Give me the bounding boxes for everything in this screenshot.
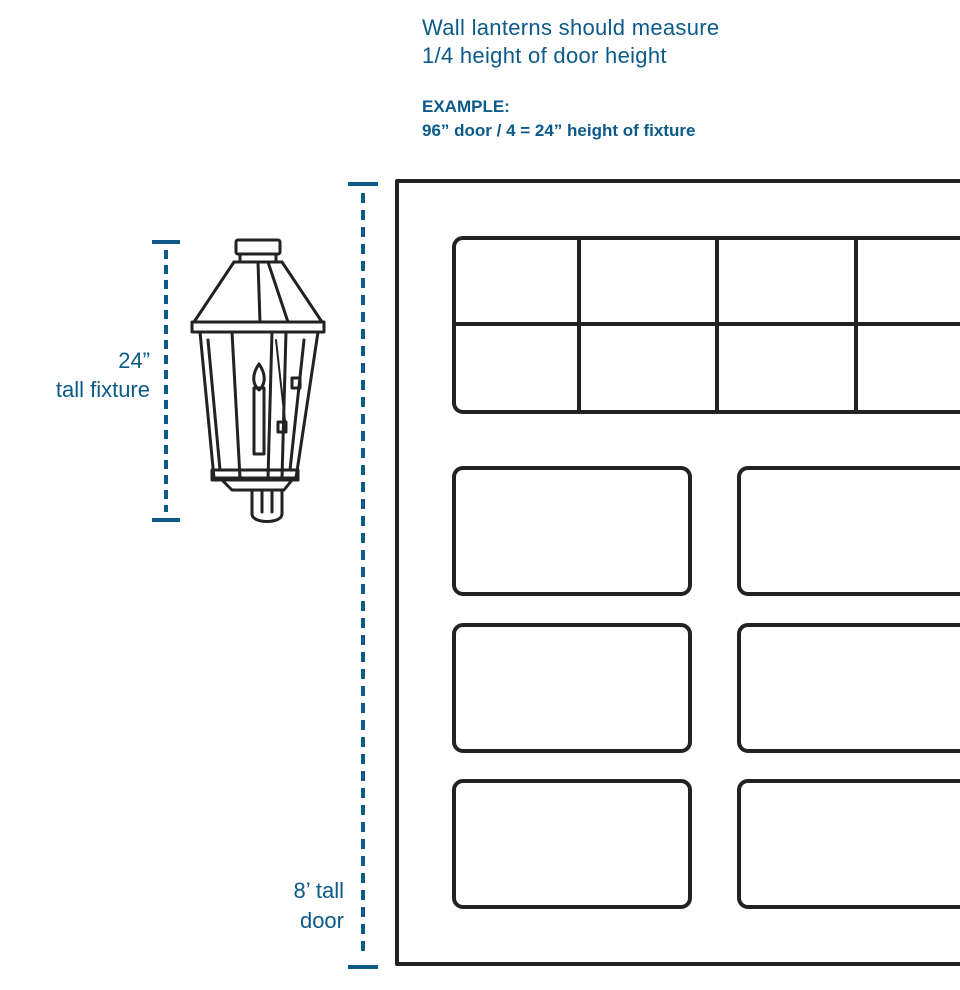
lantern-body [198, 330, 320, 480]
rule-line-1: Wall lanterns should measure [422, 15, 720, 40]
door-height-label: 8’ tall door [293, 876, 344, 936]
fixture-dimension-line [152, 240, 180, 522]
door-panel [452, 779, 692, 909]
lantern-roof-band [190, 320, 326, 334]
fixture-height-caption: tall fixture [55, 377, 150, 402]
example-formula: 96” door / 4 = 24” height of fixture [422, 121, 696, 140]
fixture-height-label: 24” tall fixture [56, 346, 150, 404]
door-panel [452, 466, 692, 596]
lantern-finial [234, 238, 282, 256]
rule-line-2: 1/4 height of door height [422, 43, 667, 68]
door-panel [737, 623, 960, 753]
door-height-caption: door [299, 908, 344, 933]
door-panel [737, 779, 960, 909]
rule-heading: Wall lanterns should measure 1/4 height … [422, 14, 719, 70]
example-block: EXAMPLE: 96” door / 4 = 24” height of fi… [422, 95, 695, 143]
door-height-value: 8’ tall [293, 878, 344, 903]
lantern-stem [250, 488, 284, 523]
lantern-flame [252, 362, 266, 392]
door-panel [452, 623, 692, 753]
door-panel [737, 466, 960, 596]
lantern-candle [252, 386, 266, 456]
wall-lantern-icon [190, 238, 326, 523]
lantern-bottom-band [210, 468, 300, 482]
garage-door [395, 179, 960, 966]
door-dimension-line [348, 182, 378, 969]
door-frame [395, 179, 960, 966]
fixture-height-value: 24” [118, 348, 150, 373]
example-label: EXAMPLE: [422, 97, 510, 116]
